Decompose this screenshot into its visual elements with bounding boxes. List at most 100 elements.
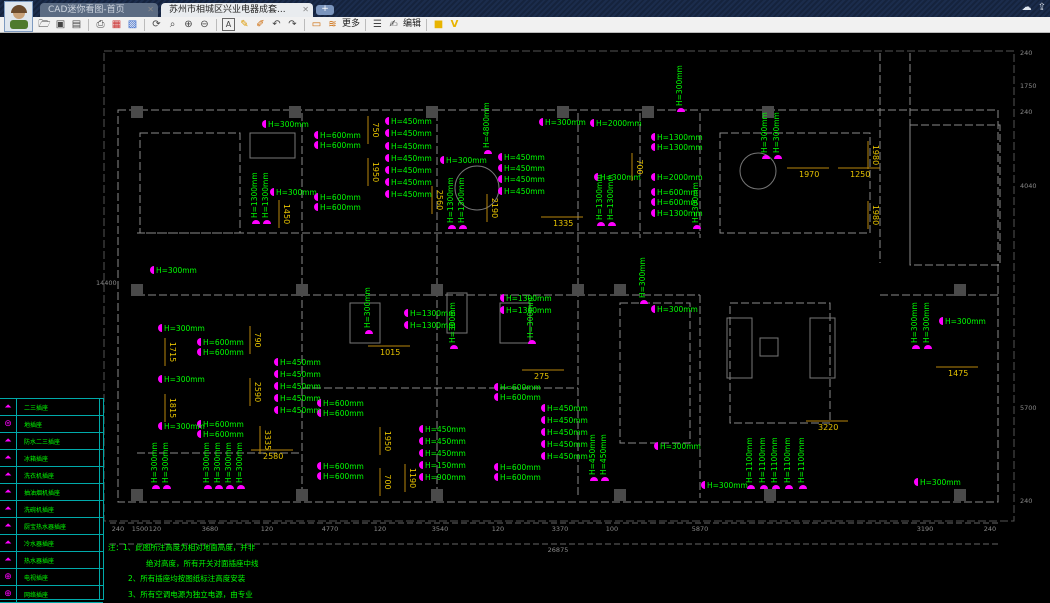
socket-icon bbox=[314, 141, 318, 149]
dimension-label: 1970 bbox=[799, 170, 819, 179]
axis-dimension: 240 bbox=[1020, 108, 1032, 116]
socket-height-label: H=300mm bbox=[945, 317, 986, 326]
socket-icon bbox=[594, 173, 598, 181]
socket-height-label: H=450mm bbox=[391, 154, 432, 163]
axis-dimension: 3370 bbox=[552, 525, 569, 533]
legend-row: ⏶ 冷水器插座 bbox=[0, 535, 103, 552]
socket-height-label: H=300mm bbox=[772, 112, 781, 153]
socket-icon bbox=[760, 485, 768, 489]
tab-drawing[interactable]: 苏州市相城区兴业电器成套...✕ bbox=[161, 3, 313, 17]
save-as-icon[interactable]: ▤ bbox=[71, 19, 82, 30]
socket-icon bbox=[640, 300, 648, 304]
socket-icon bbox=[317, 472, 321, 480]
axis-dimension: 1500 bbox=[132, 525, 149, 533]
redo-icon[interactable]: ↷ bbox=[288, 19, 297, 30]
legend-row: ⏶防水二三插座 bbox=[0, 433, 103, 450]
dimension-label: 700 bbox=[383, 474, 392, 489]
axis-dimension: 3680 bbox=[202, 525, 219, 533]
socket-icon bbox=[500, 294, 504, 302]
dimension-label: 2590 bbox=[253, 382, 262, 402]
socket-icon bbox=[541, 440, 545, 448]
axis-dimension: 120 bbox=[149, 525, 161, 533]
export-icon[interactable]: ▦ bbox=[111, 19, 122, 30]
legend-label: 冰箱插座 bbox=[24, 455, 49, 463]
cloud-icon[interactable]: ☁ bbox=[1021, 2, 1032, 13]
undo-icon[interactable]: ↶ bbox=[272, 19, 281, 30]
socket-icon bbox=[152, 485, 160, 489]
socket-height-label: H=600mm bbox=[203, 348, 244, 357]
socket-symbol-icon: ⏶ bbox=[4, 538, 12, 548]
column bbox=[296, 489, 308, 501]
close-icon[interactable]: ✕ bbox=[302, 5, 309, 14]
cad-drawing-canvas[interactable]: H=300mmH=600mmH=600mmH=600mmH=600mmH=300… bbox=[0, 33, 1050, 600]
axis-dimension: 240 bbox=[984, 525, 996, 533]
save-icon[interactable]: ▣ bbox=[55, 19, 66, 30]
socket-height-label: H=300mm bbox=[922, 302, 931, 343]
note-line: 绝对高度，所有开关对面插座中线 bbox=[146, 558, 259, 568]
edit-icon[interactable]: ✍ bbox=[389, 19, 398, 30]
dimension-label: 2190 bbox=[490, 198, 499, 218]
avatar[interactable] bbox=[4, 1, 33, 32]
axis-dimension: 4040 bbox=[1020, 182, 1037, 190]
zoom-extents-icon[interactable]: ⌕ bbox=[169, 19, 176, 30]
vip-icon[interactable]: V bbox=[450, 19, 459, 30]
socket-icon bbox=[494, 383, 498, 391]
close-icon[interactable]: ✕ bbox=[147, 5, 154, 14]
socket-icon bbox=[314, 131, 318, 139]
socket-height-label: H=450mm bbox=[391, 178, 432, 187]
socket-height-label: H=2000mm bbox=[596, 119, 642, 128]
socket-icon bbox=[654, 442, 658, 450]
legend-label: 冷水器插座 bbox=[24, 540, 55, 548]
socket-icon bbox=[317, 409, 321, 417]
socket-icon bbox=[498, 175, 502, 183]
pen-icon[interactable]: ✎ bbox=[240, 19, 249, 30]
folder-icon[interactable]: ■ bbox=[433, 19, 444, 30]
socket-icon bbox=[317, 399, 321, 407]
socket-icon bbox=[204, 485, 212, 489]
socket-icon bbox=[701, 481, 705, 489]
legend-label: 网络插座 bbox=[24, 591, 49, 599]
socket-height-label: H=600mm bbox=[323, 472, 364, 481]
text-icon[interactable]: A bbox=[222, 18, 235, 31]
axis-dimension: 100 bbox=[606, 525, 618, 533]
column bbox=[431, 489, 443, 501]
socket-height-label: H=450mm bbox=[280, 358, 321, 367]
axis-left: 14400 bbox=[96, 279, 117, 287]
legend-label: 防水二三插座 bbox=[24, 438, 61, 446]
new-tab-button[interactable]: + bbox=[316, 5, 334, 15]
edit-button[interactable]: 编辑 bbox=[403, 19, 422, 29]
legend-row: ⏶抽油烟机插座 bbox=[0, 484, 103, 501]
drawing-notes: 注：1、此图所注高度为相对地面高度，并非 绝对高度，所有开关对面插座中线 2、所… bbox=[108, 540, 259, 602]
axis-dimension: 120 bbox=[261, 525, 273, 533]
share-icon[interactable]: ⇪ bbox=[1037, 2, 1046, 13]
zoom-window-icon[interactable]: ⟳ bbox=[152, 19, 161, 30]
print-icon[interactable]: ⎙ bbox=[96, 19, 105, 30]
socket-height-label: H=450mm bbox=[504, 164, 545, 173]
more-icon[interactable]: ≋ bbox=[328, 19, 337, 30]
socket-height-label: H=2000mm bbox=[657, 173, 703, 182]
layers-icon[interactable]: ☰ bbox=[373, 19, 382, 30]
socket-icon bbox=[262, 120, 266, 128]
socket-icon bbox=[404, 309, 408, 317]
markup-icon[interactable]: ✐ bbox=[256, 19, 265, 30]
socket-height-label: H=450mm bbox=[504, 153, 545, 162]
legend-row: ⏶洗衣机插座 bbox=[0, 467, 103, 484]
dimension-label: 1475 bbox=[948, 369, 968, 378]
more-button[interactable]: 更多 bbox=[342, 19, 361, 29]
socket-icon bbox=[693, 225, 701, 229]
dimension-label: 1950 bbox=[383, 431, 392, 451]
socket-height-label: H=600mm bbox=[203, 420, 244, 429]
dimension-label: 3220 bbox=[818, 423, 838, 432]
zoom-in-icon[interactable]: ⊕ bbox=[184, 19, 193, 30]
socket-icon bbox=[772, 485, 780, 489]
measure-icon[interactable]: ▭ bbox=[311, 19, 322, 30]
convert-icon[interactable]: ▧ bbox=[127, 19, 138, 30]
legend-row: ⏶冰箱插座 bbox=[0, 450, 103, 467]
socket-height-label: H=300mm bbox=[276, 188, 317, 197]
socket-icon bbox=[314, 203, 318, 211]
socket-height-label: H=300mm bbox=[164, 375, 205, 384]
note-line: 2、所有插座均按图纸标注高度安装 bbox=[128, 574, 246, 583]
tab-home[interactable]: CAD迷你看图-首页✕ bbox=[40, 3, 158, 17]
zoom-out-icon[interactable]: ⊖ bbox=[200, 19, 209, 30]
open-icon[interactable]: 🗁 bbox=[38, 19, 51, 30]
